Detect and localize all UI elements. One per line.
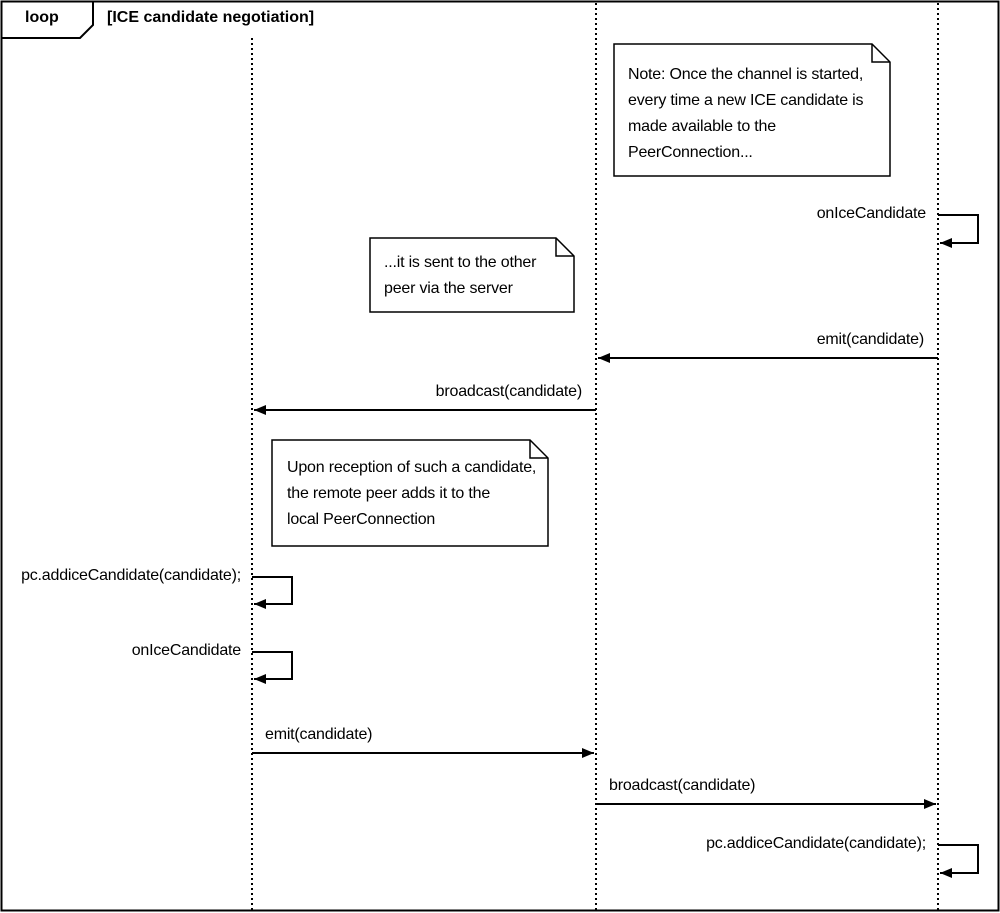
loop-frame-tab <box>1 1 94 39</box>
message-5-label: onIceCandidate <box>131 642 241 659</box>
note-2-line-2: peer via the server <box>384 280 513 297</box>
note-1-line-2: every time a new ICE candidate is <box>628 92 864 109</box>
self-message-1-arrow <box>938 214 979 248</box>
note-1-box <box>613 43 891 177</box>
message-1-label: onIceCandidate <box>816 205 926 222</box>
note-3: Upon reception of such a candidate, the … <box>287 455 536 533</box>
note-2-fold <box>555 238 574 257</box>
self-message-4-arrow <box>938 844 979 878</box>
message-8-label: pc.addiceCandidate(candidate); <box>706 835 926 852</box>
note-3-line-1: Upon reception of such a candidate, <box>287 459 537 476</box>
note-1-line-3: made available to the <box>628 118 776 135</box>
note-2-box <box>369 237 575 313</box>
note-2: ...it is sent to the other peer via the … <box>384 250 536 302</box>
note-1-line-1: Note: Once the channel is started, <box>628 66 864 83</box>
loop-guard: [ICE candidate negotiation] <box>107 9 315 26</box>
message-4-label: pc.addiceCandidate(candidate); <box>21 567 241 584</box>
note-3-line-3: local PeerConnection <box>287 511 436 528</box>
note-2-line-1: ...it is sent to the other <box>384 254 537 271</box>
note-3-box <box>271 439 549 547</box>
note-3-fold <box>529 440 548 459</box>
self-message-3-arrow <box>252 651 293 684</box>
note-1-fold <box>871 44 890 63</box>
note-3-line-2: the remote peer adds it to the <box>287 485 491 502</box>
message-6-label: emit(candidate) <box>265 726 373 743</box>
loop-keyword: loop <box>25 9 59 26</box>
message-2-label: emit(candidate) <box>816 331 924 348</box>
self-message-2-arrow <box>252 576 293 609</box>
note-1: Note: Once the channel is started, every… <box>628 62 863 166</box>
message-3-label: broadcast(candidate) <box>435 383 583 400</box>
message-7-label: broadcast(candidate) <box>609 777 756 794</box>
note-1-line-4: PeerConnection... <box>628 144 753 161</box>
